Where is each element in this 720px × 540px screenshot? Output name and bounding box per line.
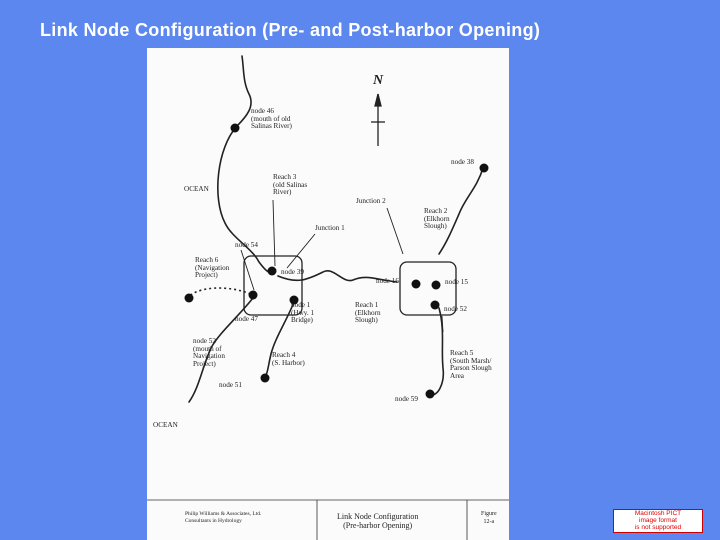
river-north-segment bbox=[236, 55, 252, 127]
node-47-label: node 47 bbox=[235, 315, 258, 323]
reach6-dotted-line bbox=[188, 287, 256, 298]
scanned-figure: N node 46 (mouth of old Salinas River) O… bbox=[147, 48, 509, 540]
junction2-box bbox=[399, 261, 457, 316]
reach1-label: Reach 1 (Elkhorn Slough) bbox=[355, 301, 381, 325]
node-39-label: node 39 bbox=[281, 268, 304, 276]
reach2-label: Reach 2 (Elkhorn Slough) bbox=[424, 207, 450, 231]
node-46-label: node 46 (mouth of old Salinas River) bbox=[251, 107, 292, 131]
unsupported-image-placeholder: Macintosh PICT image format is not suppo… bbox=[613, 509, 703, 533]
reach3-pointer bbox=[272, 199, 276, 267]
north-arrow bbox=[371, 93, 385, 146]
node-52-right-label: node 52 bbox=[444, 305, 467, 313]
network-diagram-svg bbox=[147, 55, 509, 540]
junction1-box bbox=[243, 255, 303, 316]
junction1-pointer bbox=[286, 233, 316, 269]
left-ocean-line bbox=[188, 297, 254, 403]
reach4-line bbox=[263, 301, 295, 379]
ocean-top-label: OCEAN bbox=[184, 185, 209, 193]
slide-title: Link Node Configuration (Pre- and Post-h… bbox=[40, 20, 541, 40]
node-15-label: node 15 bbox=[445, 278, 468, 286]
figure-number: Figure 12-a bbox=[481, 511, 497, 525]
junction2-pointer bbox=[386, 207, 404, 255]
reach3-line bbox=[217, 125, 274, 274]
node-54-label: node 54 bbox=[235, 241, 258, 249]
node-38-dot bbox=[479, 163, 489, 173]
figure-caption: Link Node Configuration (Pre-harbor Open… bbox=[337, 512, 419, 530]
north-label: N bbox=[373, 73, 384, 88]
node-51-dot bbox=[260, 373, 270, 383]
node-59-dot bbox=[425, 389, 435, 399]
reach3-label: Reach 3 (old Salinas River) bbox=[273, 173, 308, 197]
node-54-dot bbox=[267, 266, 277, 276]
node-16-label: node 16 bbox=[376, 277, 399, 285]
node-52-left-label: node 52 (mouth of Navigation Project) bbox=[193, 337, 225, 368]
junction2-label: Junction 2 bbox=[356, 197, 386, 205]
reach5-pointer bbox=[441, 315, 444, 333]
reach5-label: Reach 5 (South Marsh/ Parson Slough Area bbox=[450, 349, 492, 380]
node-15-dot bbox=[431, 280, 441, 290]
reach6-pointer bbox=[240, 249, 255, 291]
firm-credit: Philip Williams & Associates, Ltd. Consu… bbox=[185, 511, 262, 524]
node-46-dot bbox=[230, 123, 240, 133]
node-16-dot bbox=[411, 279, 421, 289]
node-51-label: node 51 bbox=[219, 381, 242, 389]
node-52-left-dot bbox=[184, 293, 194, 303]
reach5-line bbox=[429, 307, 445, 396]
node-1-label: node 1 (Hwy. 1 Bridge) bbox=[291, 301, 315, 325]
node-59-label: node 59 bbox=[395, 395, 418, 403]
junction1-label: Junction 1 bbox=[315, 224, 345, 232]
node-47-dot bbox=[248, 290, 258, 300]
reach4-label: Reach 4 (S. Harbor) bbox=[272, 351, 305, 367]
node-38-label: node 38 bbox=[451, 158, 474, 166]
ocean-bottom-label: OCEAN bbox=[153, 421, 178, 429]
node-1-dot bbox=[289, 295, 299, 305]
reach6-label: Reach 6 (Navigation Project) bbox=[195, 256, 230, 280]
reach2-line bbox=[438, 167, 484, 255]
node-52-right-dot bbox=[430, 300, 440, 310]
